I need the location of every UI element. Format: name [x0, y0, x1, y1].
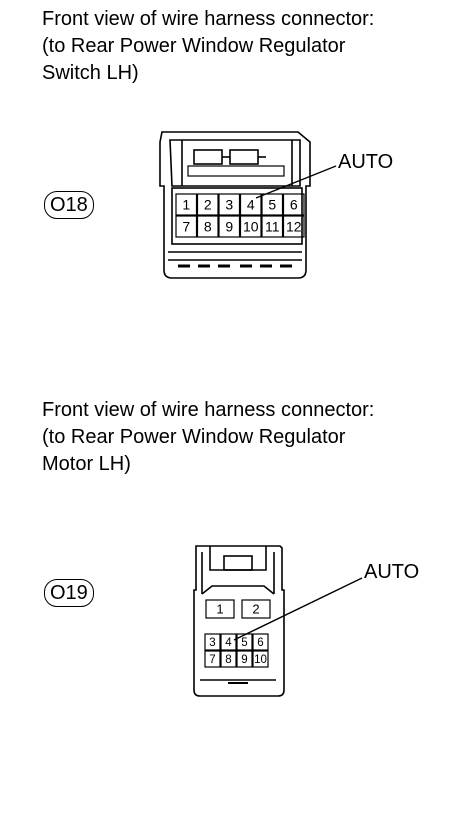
pin-cavity: [220, 633, 237, 651]
pin-cavity: [220, 650, 237, 668]
pin-number-label: 7: [182, 219, 190, 235]
pin-cavity: [236, 650, 253, 668]
auto-callout-label: AUTO: [338, 151, 394, 173]
connector-id-badge: O18: [44, 191, 94, 219]
connector-o19-body: [193, 545, 285, 697]
pin-number-label: 8: [204, 219, 212, 235]
pin-cavity: [282, 193, 305, 216]
auto-callout-label: AUTO: [364, 561, 420, 583]
connector-o18-caption: Front view of wire harness connector: (t…: [42, 6, 462, 87]
caption-line: Motor LH): [42, 453, 131, 475]
caption-line: (to Rear Power Window Regulator: [42, 426, 346, 448]
pin-cavity: [196, 215, 219, 238]
pin-number-label: 9: [241, 654, 247, 666]
caption-line: Front view of wire harness connector:: [42, 8, 375, 30]
pin-cavity: [282, 215, 305, 238]
pin-number-label: 7: [209, 654, 215, 666]
connector-id-badge: O19: [44, 579, 94, 607]
connector-o19-caption: Front view of wire harness connector: (t…: [42, 397, 462, 478]
pin-cavity: [204, 633, 221, 651]
connector-o18-body: [159, 131, 311, 279]
auto-leader-line: [255, 165, 337, 199]
pin-number-label: 6: [257, 637, 263, 649]
pin-number-label: 1: [182, 197, 190, 213]
pin-number-label: 4: [247, 197, 255, 213]
pin-number-label: 2: [204, 197, 212, 213]
pin-number-label: 2: [252, 602, 259, 617]
pin-number-label: 5: [241, 637, 247, 649]
pin-number-label: 6: [290, 197, 298, 213]
pin-number-label: 3: [209, 637, 215, 649]
pin-number-label: 5: [268, 197, 276, 213]
pin-cavity: [175, 193, 198, 216]
pin-cavity: [218, 215, 241, 238]
pin-cavity: [239, 215, 262, 238]
pin-cavity: [204, 650, 221, 668]
pin-number-label: 9: [225, 219, 233, 235]
pin-cavity: [175, 215, 198, 238]
pin-number-label: 12: [286, 219, 302, 235]
caption-line: Front view of wire harness connector:: [42, 399, 375, 421]
pin-number-label: 10: [243, 219, 259, 235]
pin-cavity: [261, 193, 284, 216]
pin-number-label: 10: [254, 654, 267, 666]
pin-number-label: 8: [225, 654, 231, 666]
pin-cavity: [252, 633, 269, 651]
pin-number-label: 4: [225, 637, 232, 649]
pin-cavity: [239, 193, 262, 216]
auto-leader-line: [233, 577, 363, 641]
pin-cavity: [241, 599, 271, 619]
pin-cavity: [196, 193, 219, 216]
pin-cavity: [218, 193, 241, 216]
pin-cavity: [205, 599, 235, 619]
pin-number-label: 11: [265, 219, 280, 235]
pin-cavity: [252, 650, 269, 668]
pin-cavity: [261, 215, 284, 238]
pin-number-label: 3: [225, 197, 233, 213]
pin-number-label: 1: [216, 602, 223, 617]
caption-line: (to Rear Power Window Regulator: [42, 35, 346, 57]
caption-line: Switch LH): [42, 62, 139, 84]
pin-cavity: [236, 633, 253, 651]
